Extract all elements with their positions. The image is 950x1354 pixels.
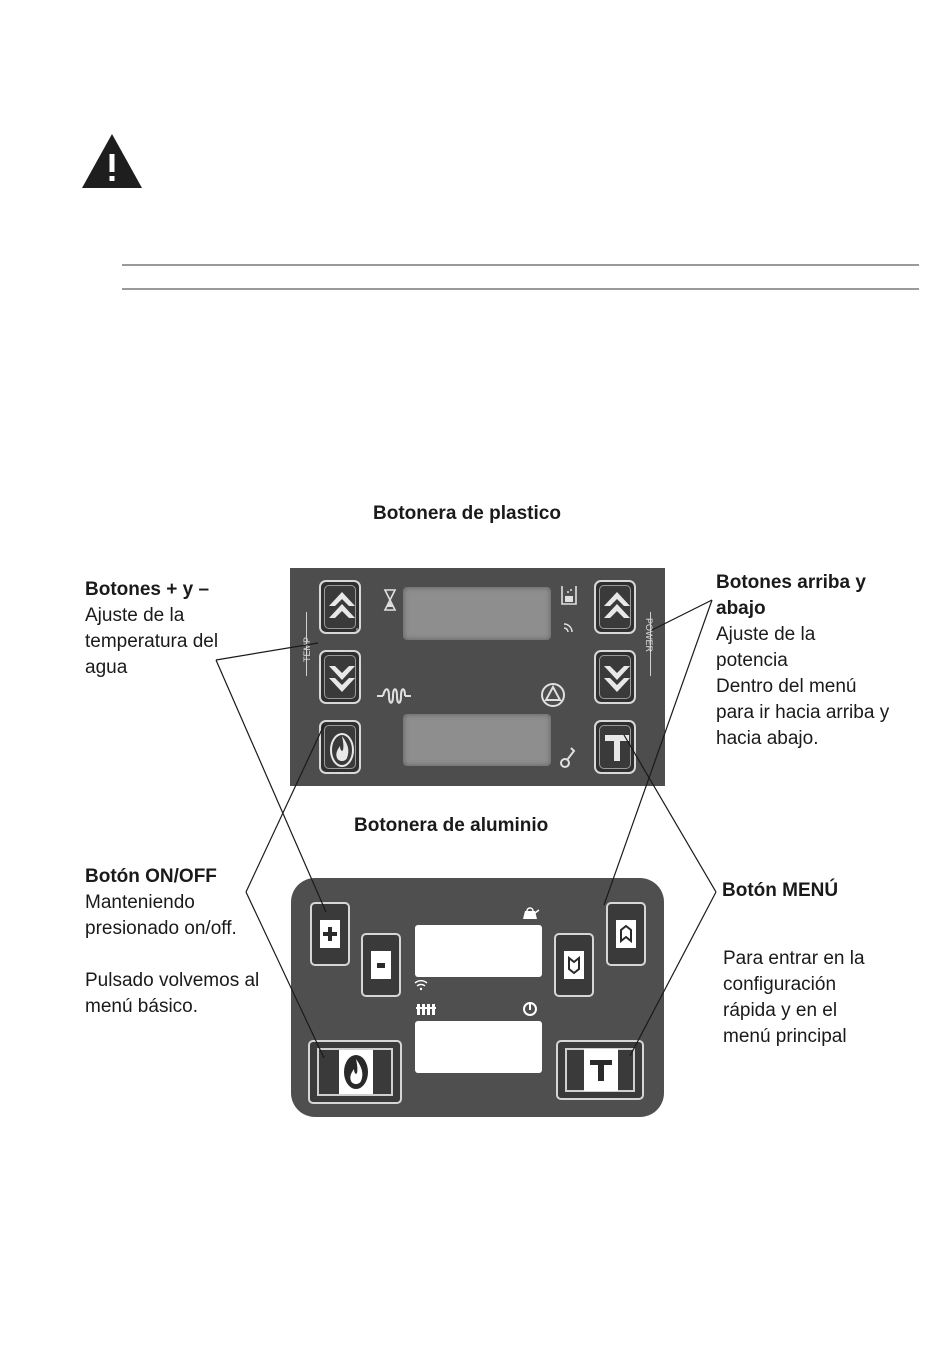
- up-button[interactable]: [606, 902, 646, 966]
- callout-title: Botón MENÚ: [722, 880, 839, 901]
- plastic-control-panel: TEMP POWER: [290, 568, 665, 786]
- callout-title: Botones + y –: [85, 579, 210, 600]
- heading-plastic-panel: Botonera de plastico: [373, 503, 561, 524]
- lower-display: [415, 1021, 542, 1073]
- minus-button[interactable]: [361, 933, 401, 997]
- wifi-icon: [414, 980, 428, 991]
- heating-coil-icon: [377, 688, 411, 704]
- plus-icon: [320, 920, 340, 948]
- menu-button[interactable]: [594, 720, 636, 774]
- upper-display: [415, 925, 542, 977]
- power-down-button[interactable]: [594, 650, 636, 704]
- pellet-tank-icon: [561, 586, 577, 605]
- down-arrow-icon: [564, 951, 584, 979]
- divider-top: [122, 264, 919, 266]
- callout-line: temperatura del: [85, 631, 219, 652]
- wifi-icon: [563, 623, 573, 633]
- callout-line: potencia: [716, 650, 788, 671]
- flame-icon: [339, 1050, 373, 1094]
- menu-button[interactable]: [556, 1040, 644, 1100]
- upper-display: [403, 587, 551, 640]
- callout-line: Pulsado volvemos al: [85, 970, 260, 991]
- callout-line: menú principal: [723, 1026, 847, 1047]
- callout-line: Ajuste de la: [716, 624, 816, 645]
- down-arrow-icon: [329, 666, 355, 692]
- callout-line: para ir hacia arriba y: [716, 702, 890, 723]
- on-off-button[interactable]: [319, 720, 361, 774]
- heading-aluminum-panel: Botonera de aluminio: [354, 815, 549, 836]
- up-arrow-icon: [616, 920, 636, 948]
- pump-icon: [541, 683, 565, 707]
- callout-line: Ajuste de la: [85, 605, 185, 626]
- power-up-button[interactable]: [594, 580, 636, 634]
- callout-plus-minus: Botones + y – Ajuste de la temperatura d…: [85, 577, 275, 681]
- callout-line: Manteniendo: [85, 892, 195, 913]
- callout-title: Botones arriba y: [716, 572, 866, 593]
- temp-down-button[interactable]: [319, 650, 361, 704]
- thermometer-icon: [560, 747, 576, 768]
- power-label: POWER: [644, 618, 654, 653]
- down-arrow-icon: [604, 666, 630, 692]
- warning-triangle-icon: [82, 134, 142, 188]
- temp-up-button[interactable]: [319, 580, 361, 634]
- down-button[interactable]: [554, 933, 594, 997]
- callout-line: hacia abajo.: [716, 728, 819, 749]
- plus-button[interactable]: [310, 902, 350, 966]
- radiator-icon: [416, 1004, 436, 1015]
- callout-on-off: Botón ON/OFF Manteniendo presionado on/o…: [85, 864, 285, 1020]
- hourglass-icon: [383, 589, 397, 611]
- divider-bottom: [122, 288, 919, 290]
- callout-title: Botón ON/OFF: [85, 866, 217, 887]
- callout-line: menú básico.: [85, 996, 199, 1017]
- on-off-button[interactable]: [308, 1040, 402, 1104]
- minus-icon: [371, 951, 391, 979]
- callout-up-down: Botones arriba y abajo Ajuste de la pote…: [716, 570, 916, 752]
- callout-title: abajo: [716, 598, 766, 619]
- kettle-icon: [523, 907, 540, 919]
- callout-line: agua: [85, 657, 128, 678]
- t-menu-icon: [605, 735, 629, 761]
- callout-line: presionado on/off.: [85, 918, 237, 939]
- thermometer-icon: [523, 1002, 537, 1016]
- t-menu-icon: [584, 1049, 618, 1091]
- up-arrow-icon: [329, 592, 358, 631]
- aluminum-control-panel: [291, 878, 664, 1117]
- callout-line: Para entrar en la: [723, 948, 865, 969]
- callout-menu-title: Botón MENÚ: [722, 878, 922, 904]
- callout-menu: Para entrar en la configuración rápida y…: [723, 946, 923, 1050]
- callout-line: rápida y en el: [723, 1000, 838, 1021]
- up-arrow-icon: [604, 592, 630, 618]
- lower-display: [403, 714, 551, 766]
- callout-line: configuración: [723, 974, 837, 995]
- flame-icon: [330, 733, 354, 767]
- temp-label: TEMP: [302, 636, 312, 662]
- callout-line: Dentro del menú: [716, 676, 857, 697]
